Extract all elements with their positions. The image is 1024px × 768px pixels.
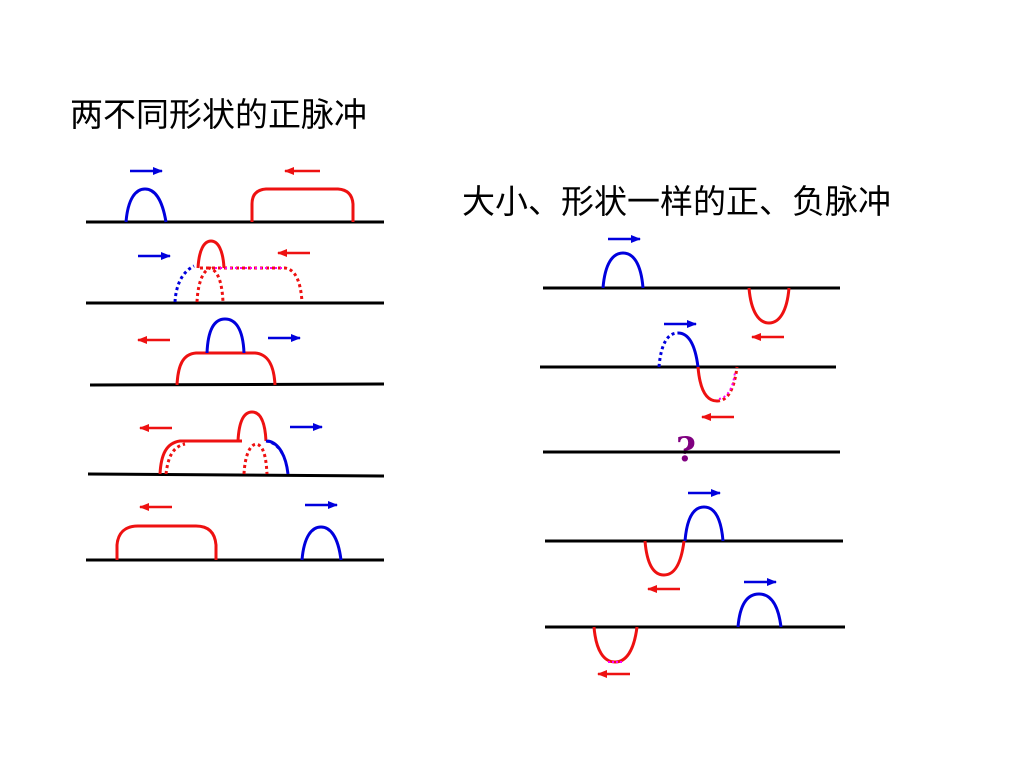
- blue-pulse: [205, 317, 246, 354]
- right-row-4: [545, 489, 843, 593]
- left-panel-title: 两不同形状的正脉冲: [70, 95, 367, 134]
- left-row-2: [86, 239, 384, 305]
- left-row-5: [86, 501, 384, 562]
- blue-pulse: [677, 331, 700, 368]
- blue-pulse: [124, 187, 168, 223]
- red-pulse: [158, 439, 242, 475]
- red-pulse-dotted: [164, 442, 186, 475]
- blue-pulse: [736, 592, 783, 628]
- baseline: [87, 472, 385, 478]
- red-pulse-dotted: [195, 266, 225, 303]
- right-row-2: [540, 320, 836, 421]
- red-flat-dotted: [200, 266, 304, 303]
- red-pulse: [696, 366, 718, 403]
- red-pulse: [592, 626, 639, 664]
- red-pulse: [175, 351, 277, 386]
- blue-pulse: [601, 251, 645, 289]
- sum-pulse: [236, 410, 268, 442]
- blue-pulse: [300, 525, 343, 561]
- baseline: [89, 382, 385, 387]
- right-row-1: [543, 235, 840, 341]
- blue-pulse-dotted: [173, 264, 195, 303]
- question-mark: ?: [676, 430, 696, 470]
- red-pulse: [250, 187, 355, 222]
- right-panel-title: 大小、形状一样的正、负脉冲: [462, 182, 891, 221]
- blue-pulse: [683, 505, 725, 542]
- red-pulse-dotted: [716, 366, 739, 403]
- left-row-4: [87, 410, 385, 478]
- red-pulse: [115, 524, 218, 560]
- sum-pulse: [196, 239, 226, 269]
- blue-pulse-dotted: [657, 331, 679, 368]
- red-dotted-bump: [242, 442, 269, 475]
- left-row-3: [89, 317, 385, 387]
- blue-pulse-dotted: [265, 439, 285, 456]
- right-row-5: [545, 578, 845, 678]
- left-row-1: [86, 167, 384, 224]
- red-pulse: [747, 287, 791, 325]
- red-pulse: [643, 540, 686, 577]
